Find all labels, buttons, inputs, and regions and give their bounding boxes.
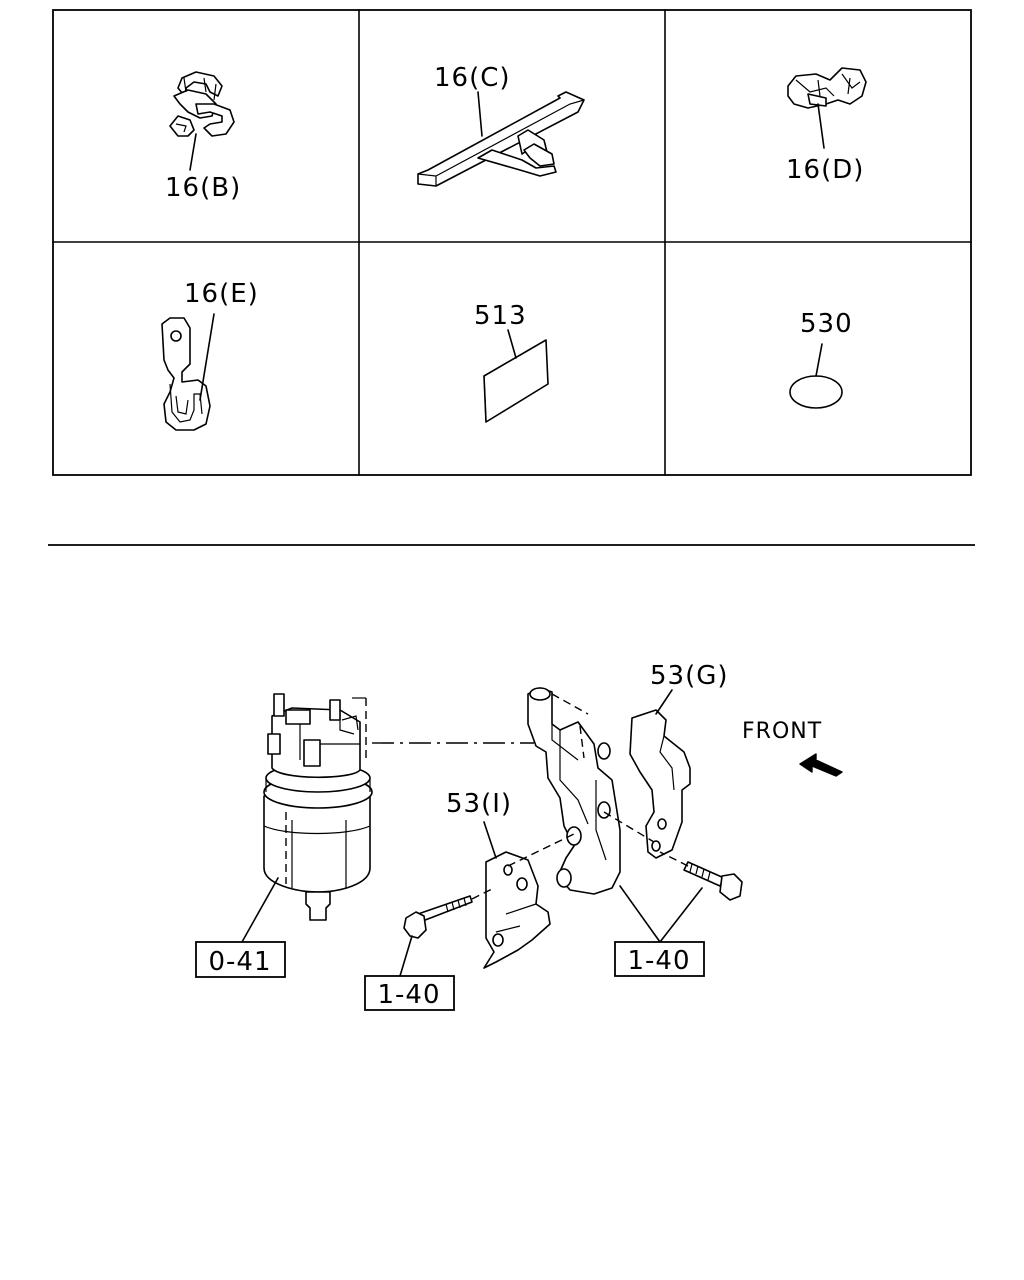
clamp-c-drawing: [417, 91, 585, 187]
bracket-53g: [603, 709, 691, 859]
ref-box-1-40-right: [614, 941, 705, 977]
label-1-40-right: 1-40: [627, 946, 690, 976]
leader-16b: [189, 133, 197, 171]
clip-d-drawing: [787, 67, 867, 109]
legend-cell-16e: 16(E): [161, 279, 259, 431]
main-diagram: 53(G) FRONT 53(I): [195, 661, 843, 1011]
ref-box-1-40-left: [364, 975, 455, 1011]
label-0-41: 0-41: [208, 947, 271, 977]
bracket-53i: [483, 833, 575, 969]
label-53g: 53(G): [650, 661, 729, 691]
label-53i: 53(I): [446, 789, 512, 819]
legend-grid: [52, 9, 972, 476]
label-16c: 16(C): [434, 63, 511, 93]
leader-1-40-right-b: [659, 887, 703, 943]
leader-16c: [477, 91, 483, 137]
leader-16d: [817, 103, 825, 149]
bolt-right: [659, 851, 743, 901]
label-1-40-left: 1-40: [377, 980, 440, 1010]
leader-513: [507, 329, 517, 359]
legend-cell-513: 513: [474, 301, 549, 423]
label-530: 530: [800, 309, 853, 339]
washer-530-drawing: [789, 375, 843, 409]
bolt-left: [403, 887, 495, 939]
legend-cell-16d: 16(D): [786, 67, 867, 185]
label-16b: 16(B): [165, 173, 241, 203]
clip-e-drawing: [161, 317, 211, 431]
legend-cell-16b: 16(B): [165, 71, 241, 203]
leader-0-41: [241, 877, 279, 943]
legend-cell-16c: 16(C): [417, 63, 585, 187]
mounting-bracket: [527, 687, 621, 895]
pad-513-drawing: [483, 339, 549, 423]
legend-cell-530: 530: [789, 309, 853, 409]
label-513: 513: [474, 301, 527, 331]
label-front: FRONT: [742, 719, 822, 744]
fuel-filter: [263, 693, 373, 921]
pad-513-edge: [483, 375, 487, 423]
leader-53i: [483, 821, 497, 859]
leader-1-40-right-a: [619, 885, 661, 943]
label-16d: 16(D): [786, 155, 864, 185]
leader-1-40-left: [399, 935, 413, 977]
front-arrow-icon: [799, 753, 843, 777]
label-16e: 16(E): [184, 279, 259, 309]
ref-box-0-41: [195, 941, 286, 978]
leader-530: [815, 343, 823, 377]
leader-53g: [655, 689, 673, 715]
leader-16e: [199, 313, 215, 401]
clip-b-drawing: [169, 71, 235, 137]
